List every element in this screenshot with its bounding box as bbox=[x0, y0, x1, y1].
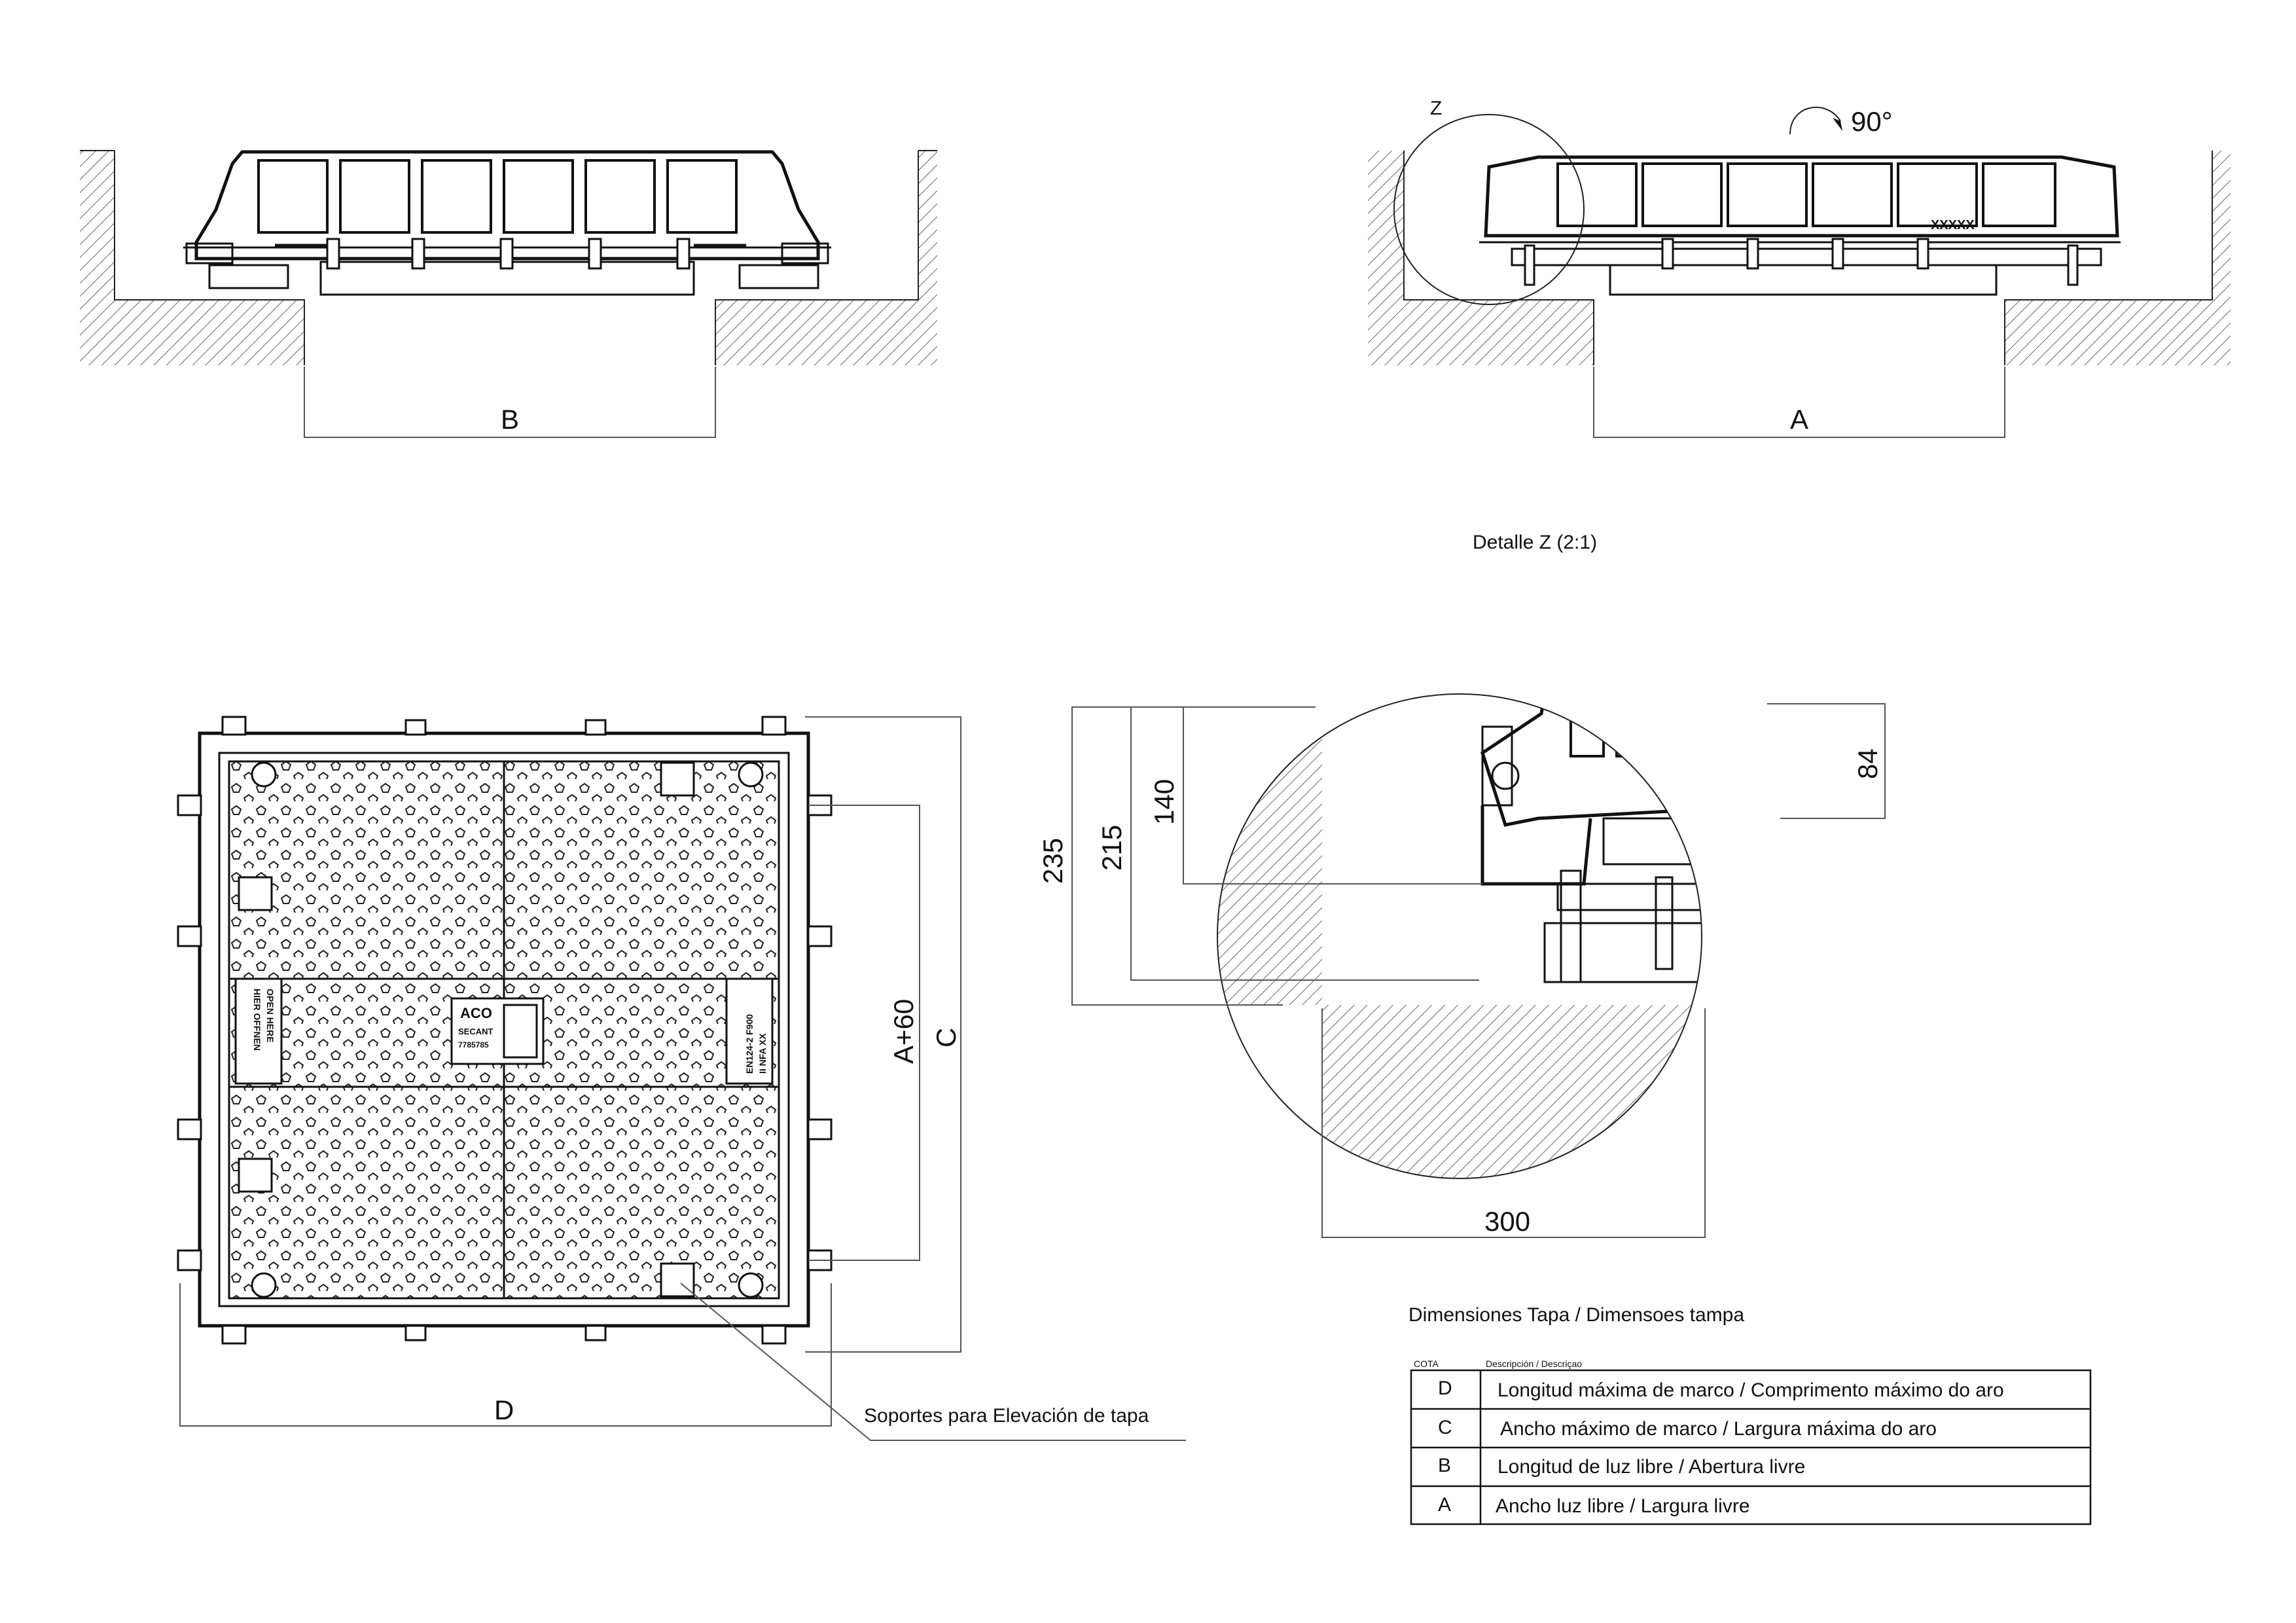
table-row: B Longitud de luz libre / Abertura livre bbox=[1438, 1455, 1805, 1478]
rotation-label: 90° bbox=[1851, 106, 1893, 137]
plate-left-line2: OPEN HERE bbox=[265, 989, 276, 1042]
detail-title: Detalle Z (2:1) bbox=[1473, 532, 1597, 553]
row-cota: B bbox=[1438, 1455, 1451, 1476]
detail-z-marker-circle bbox=[1393, 114, 1585, 305]
dimensions-table: Dimensiones Tapa / Dimensoes tampa COTA … bbox=[1408, 1304, 2092, 1525]
table-title: Dimensiones Tapa / Dimensoes tampa bbox=[1408, 1304, 1744, 1326]
cover-outline-left bbox=[194, 150, 820, 261]
dim-215: 215 bbox=[1096, 825, 1127, 871]
section-marking: XXXXX bbox=[1931, 218, 1975, 232]
table-row: A Ancho luz libre / Largura livre bbox=[1438, 1494, 1750, 1517]
dim-84: 84 bbox=[1852, 748, 1883, 779]
row-desc: Ancho máximo de marco / Largura máxima d… bbox=[1500, 1418, 1937, 1440]
dim-label-a: A bbox=[1790, 404, 1808, 435]
badge-model: SECANT bbox=[458, 1027, 493, 1036]
row-desc: Longitud de luz libre / Abertura livre bbox=[1498, 1456, 1805, 1478]
plate-right-line2: II NFA XX bbox=[757, 1033, 768, 1074]
frame-outline bbox=[198, 731, 810, 1328]
dim-140: 140 bbox=[1149, 779, 1179, 825]
row-cota: D bbox=[1438, 1377, 1452, 1399]
dim-label-b: B bbox=[501, 404, 519, 435]
lower-frame-right bbox=[1609, 264, 1998, 296]
shaft-opening bbox=[304, 300, 715, 365]
plate-left-line1: HIER OFFNEN bbox=[252, 989, 262, 1051]
plate-right-line1: EN124-2 F900 bbox=[744, 1014, 755, 1074]
frame-lugs bbox=[177, 716, 833, 1345]
row-desc: Ancho luz libre / Largura livre bbox=[1496, 1495, 1750, 1517]
detail-z-view: Detalle Z (2:1) XXXXX 235 bbox=[1037, 532, 1886, 1238]
dim-label-c: C bbox=[931, 1028, 961, 1048]
badge-brand: ACO bbox=[460, 1005, 492, 1021]
dim-235: 235 bbox=[1037, 838, 1068, 884]
table-row: C Ancho máximo de marco / Largura máxima… bbox=[1438, 1417, 1937, 1440]
dim-300: 300 bbox=[1484, 1206, 1530, 1237]
section-view-right: XXXXX Z 90° A bbox=[1368, 98, 2231, 438]
cover-outline-right bbox=[1484, 155, 2119, 238]
badge-code: 7785785 bbox=[458, 1040, 489, 1049]
table-row: D Longitud máxima de marco / Comprimento… bbox=[1438, 1377, 2004, 1401]
dim-label-d: D bbox=[494, 1395, 514, 1425]
table-header-cota: COTA bbox=[1414, 1359, 1439, 1369]
lifting-supports bbox=[238, 761, 695, 1298]
table-header-desc: Descripción / Descriçao bbox=[1486, 1359, 1582, 1369]
rotation-arrow-icon bbox=[1789, 106, 1841, 135]
row-cota: C bbox=[1438, 1417, 1452, 1438]
detail-marking: XXXXX bbox=[1738, 838, 1825, 867]
pit-cavity bbox=[115, 151, 918, 300]
detail-circle bbox=[1217, 693, 1702, 1179]
plan-view: HIER OFFNEN OPEN HERE EN124-2 F900 II NF… bbox=[177, 716, 1186, 1441]
row-cota: A bbox=[1438, 1494, 1451, 1516]
dim-label-a60: A+60 bbox=[888, 999, 919, 1064]
row-desc: Longitud máxima de marco / Comprimento m… bbox=[1498, 1379, 2004, 1401]
cover-ribs-left bbox=[257, 159, 738, 234]
bolt bbox=[1560, 869, 1582, 983]
callout-lifting-supports: Soportes para Elevación de tapa bbox=[864, 1405, 1149, 1427]
detail-z-marker-label: Z bbox=[1430, 98, 1442, 119]
section-view-left: B bbox=[80, 150, 937, 438]
